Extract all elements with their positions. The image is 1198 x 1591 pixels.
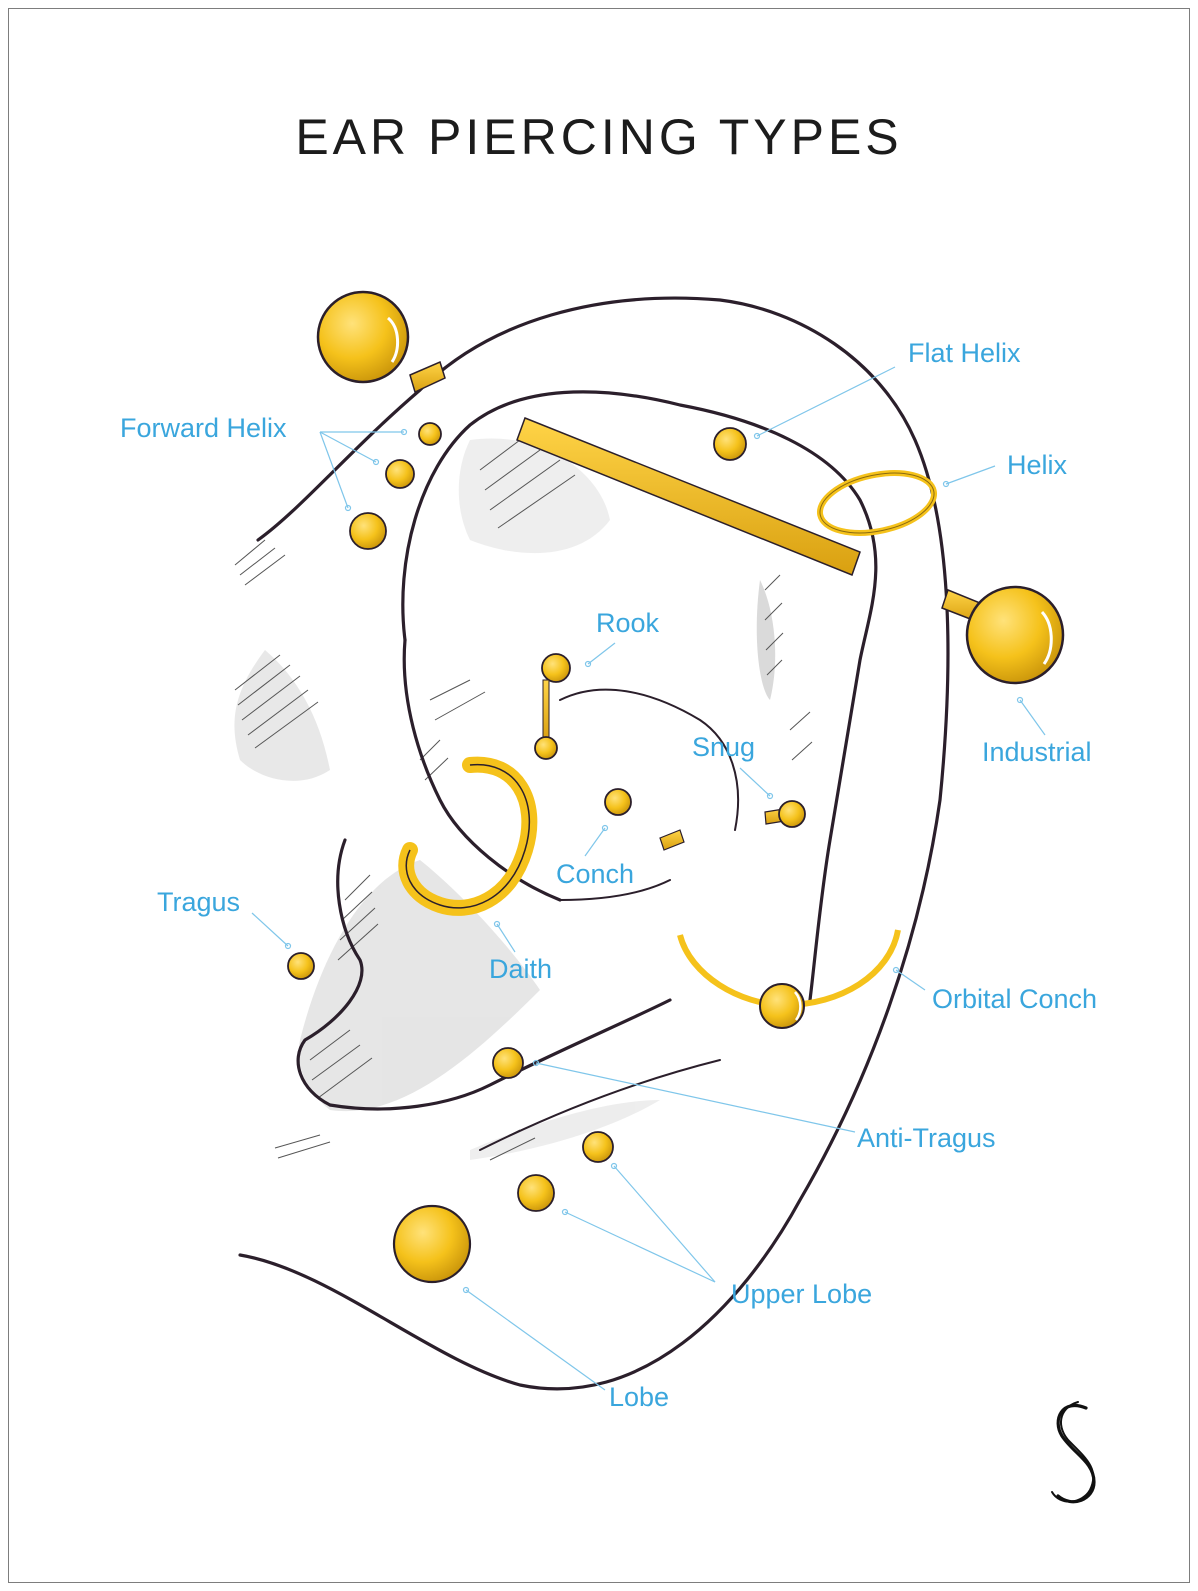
label-daith: Daith [489, 954, 552, 984]
leader-dots [286, 430, 1023, 1293]
flat-helix-stud [714, 428, 746, 460]
double-s-logo-icon [1052, 1402, 1094, 1502]
helix-ring [814, 464, 939, 543]
label-flat-helix: Flat Helix [908, 338, 1021, 368]
rook-ball-bottom [535, 737, 557, 759]
tragus-stud [288, 953, 314, 979]
rook-ball-top [542, 654, 570, 682]
label-rook: Rook [596, 608, 660, 638]
snug-ball [779, 801, 805, 827]
label-forward-helix: Forward Helix [120, 413, 287, 443]
forward-helix-stud-2 [386, 460, 414, 488]
conch-stud [605, 789, 631, 815]
label-anti-tragus: Anti-Tragus [857, 1123, 996, 1153]
industrial-ball-bottom [967, 587, 1063, 683]
anti-tragus-stud [493, 1048, 523, 1078]
shade-antihelix [757, 580, 775, 700]
industrial-ball-top [318, 292, 408, 382]
forward-helix-stud-1 [419, 423, 441, 445]
label-upper-lobe: Upper Lobe [731, 1279, 872, 1309]
label-helix: Helix [1007, 450, 1068, 480]
label-orbital-conch: Orbital Conch [932, 984, 1097, 1014]
label-industrial: Industrial [982, 737, 1092, 767]
label-tragus: Tragus [157, 887, 240, 917]
label-snug: Snug [692, 732, 755, 762]
lobe-stud [394, 1206, 470, 1282]
upper-lobe-stud-2 [518, 1175, 554, 1211]
orbital-conch-ball [760, 984, 804, 1028]
forward-helix-stud-3 [350, 513, 386, 549]
label-lobe: Lobe [609, 1382, 669, 1412]
labels: Forward Helix Flat Helix Helix Rook Snug… [120, 338, 1097, 1412]
industrial-bar [410, 362, 445, 392]
label-conch: Conch [556, 859, 634, 889]
upper-lobe-stud-1 [583, 1132, 613, 1162]
shade-lobe-top [470, 1100, 660, 1160]
